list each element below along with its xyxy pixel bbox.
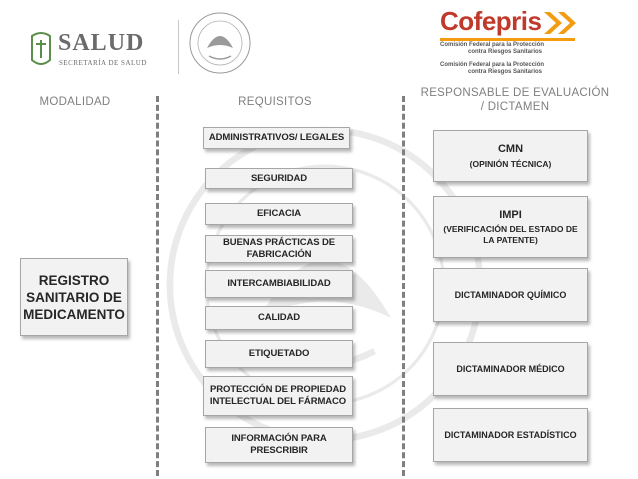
resp-dictaminador-estadistico: DICTAMINADOR ESTADÍSTICO bbox=[433, 408, 588, 462]
resp-title: DICTAMINADOR QUÍMICO bbox=[455, 289, 567, 301]
resp-title: CMN bbox=[498, 143, 523, 155]
req-label: ADMINISTRATIVOS/ LEGALES bbox=[209, 132, 344, 144]
separator-right bbox=[402, 96, 405, 476]
req-label: INFORMACIÓN PARA PRESCRIBIR bbox=[206, 433, 352, 457]
modalidad-box: REGISTRO SANITARIO DE MEDICAMENTO bbox=[20, 258, 128, 336]
req-buenas-practicas: BUENAS PRÁCTICAS DE FABRICACIÓN bbox=[205, 235, 353, 263]
cofepris-line-2: contra Riesgos Sanitarios bbox=[468, 49, 542, 55]
req-etiquetado: ETIQUETADO bbox=[205, 340, 353, 368]
req-label: SEGURIDAD bbox=[251, 173, 307, 185]
resp-title: DICTAMINADOR MÉDICO bbox=[456, 363, 564, 375]
modalidad-label: REGISTRO SANITARIO DE MEDICAMENTO bbox=[23, 272, 125, 323]
salud-subtitle: SECRETARÍA DE SALUD bbox=[59, 59, 147, 67]
cofepris-title: Cofepris bbox=[440, 6, 541, 37]
resp-title: DICTAMINADOR ESTADÍSTICO bbox=[444, 429, 576, 441]
header-modalidad: MODALIDAD bbox=[30, 95, 120, 109]
req-label: CALIDAD bbox=[258, 312, 300, 324]
salud-emblem-icon bbox=[28, 30, 54, 70]
req-intercambiabilidad: INTERCAMBIABILIDAD bbox=[205, 270, 353, 298]
coat-of-arms-icon bbox=[185, 10, 255, 76]
req-calidad: CALIDAD bbox=[205, 306, 353, 330]
separator-left bbox=[156, 96, 159, 476]
cofepris-line-3: Comisión Federal para la Protección bbox=[440, 62, 580, 68]
header-divider bbox=[178, 20, 179, 74]
req-label: EFICACIA bbox=[257, 208, 301, 220]
resp-impi: IMPI (VERIFICACIÓN DEL ESTADO DE LA PATE… bbox=[433, 196, 588, 258]
req-administrativos: ADMINISTRATIVOS/ LEGALES bbox=[203, 127, 350, 149]
resp-title: IMPI bbox=[499, 209, 522, 221]
cofepris-arrows-icon bbox=[542, 10, 582, 36]
req-eficacia: EFICACIA bbox=[205, 203, 353, 225]
resp-subtitle: (OPINIÓN TÉCNICA) bbox=[470, 158, 552, 170]
req-label: INTERCAMBIABILIDAD bbox=[227, 278, 330, 290]
header-requisitos: REQUISITOS bbox=[220, 95, 330, 109]
req-label: PROTECCIÓN DE PROPIEDAD INTELECTUAL DEL … bbox=[204, 384, 352, 408]
salud-logo: SALUD SECRETARÍA DE SALUD bbox=[28, 28, 168, 74]
req-informacion-prescribir: INFORMACIÓN PARA PRESCRIBIR bbox=[205, 427, 353, 463]
req-proteccion-propiedad: PROTECCIÓN DE PROPIEDAD INTELECTUAL DEL … bbox=[203, 376, 353, 416]
resp-subtitle: (VERIFICACIÓN DEL ESTADO DE LA PATENTE) bbox=[438, 224, 583, 246]
req-seguridad: SEGURIDAD bbox=[205, 168, 353, 189]
header-responsable: RESPONSABLE DE EVALUACIÓN / DICTAMEN bbox=[420, 86, 610, 114]
req-label: ETIQUETADO bbox=[249, 348, 310, 360]
cofepris-bar bbox=[440, 38, 575, 41]
req-label: BUENAS PRÁCTICAS DE FABRICACIÓN bbox=[206, 237, 352, 261]
cofepris-logo: Cofepris Comisión Federal para la Protec… bbox=[440, 6, 580, 82]
resp-dictaminador-quimico: DICTAMINADOR QUÍMICO bbox=[433, 268, 588, 322]
cofepris-line-4: contra Riesgos Sanitarios bbox=[468, 69, 542, 75]
resp-dictaminador-medico: DICTAMINADOR MÉDICO bbox=[433, 342, 588, 396]
resp-cmn: CMN (OPINIÓN TÉCNICA) bbox=[433, 130, 588, 182]
cofepris-line-1: Comisión Federal para la Protección bbox=[440, 42, 580, 48]
salud-title: SALUD bbox=[58, 30, 144, 57]
